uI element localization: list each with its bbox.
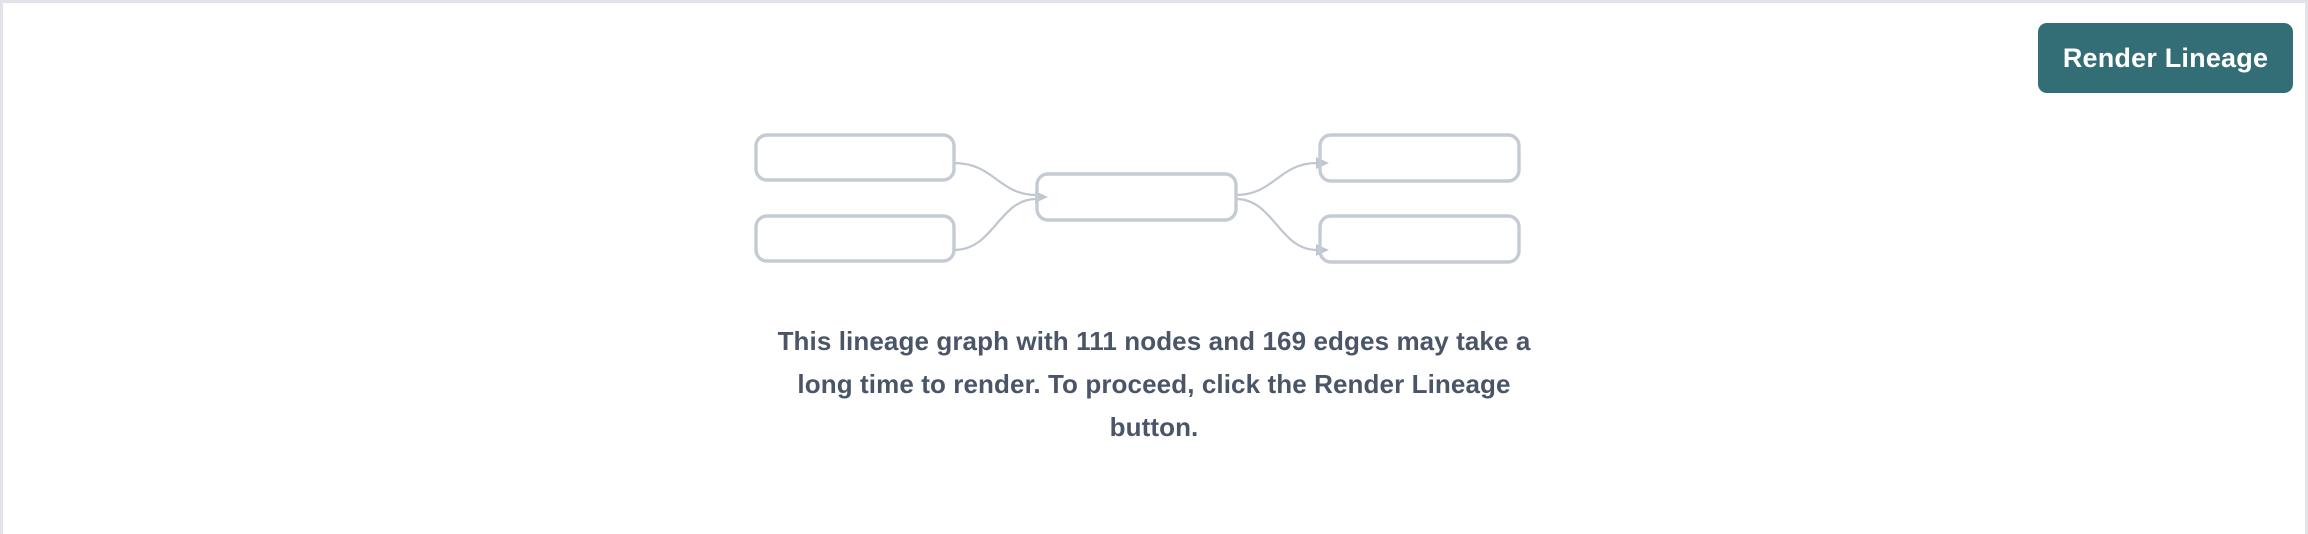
lineage-edge-upstream-1 [953,161,1037,197]
lineage-node-downstream-2 [1318,214,1521,264]
lineage-placeholder-graph [754,133,1521,264]
lineage-edge-upstream-2 [953,197,1037,252]
lineage-node-upstream-2 [754,214,956,263]
lineage-edge-downstream-2 [1235,197,1318,252]
lineage-warning-message: This lineage graph with 111 nodes and 16… [777,326,1531,442]
lineage-node-downstream-1 [1318,133,1521,183]
lineage-empty-state: This lineage graph with 111 nodes and 16… [3,3,2305,534]
toolbar: Render Lineage [3,3,2305,113]
arrow-icon-into-downstream-2 [1316,244,1329,256]
lineage-edge-group [953,161,1318,252]
lineage-node-upstream-1 [754,133,956,182]
lineage-node-focus [1035,172,1238,222]
lineage-node-group [754,133,1521,264]
arrow-icon-into-downstream-1 [1316,157,1329,169]
lineage-edge-downstream-1 [1235,161,1318,197]
render-lineage-button[interactable]: Render Lineage [2038,23,2293,93]
